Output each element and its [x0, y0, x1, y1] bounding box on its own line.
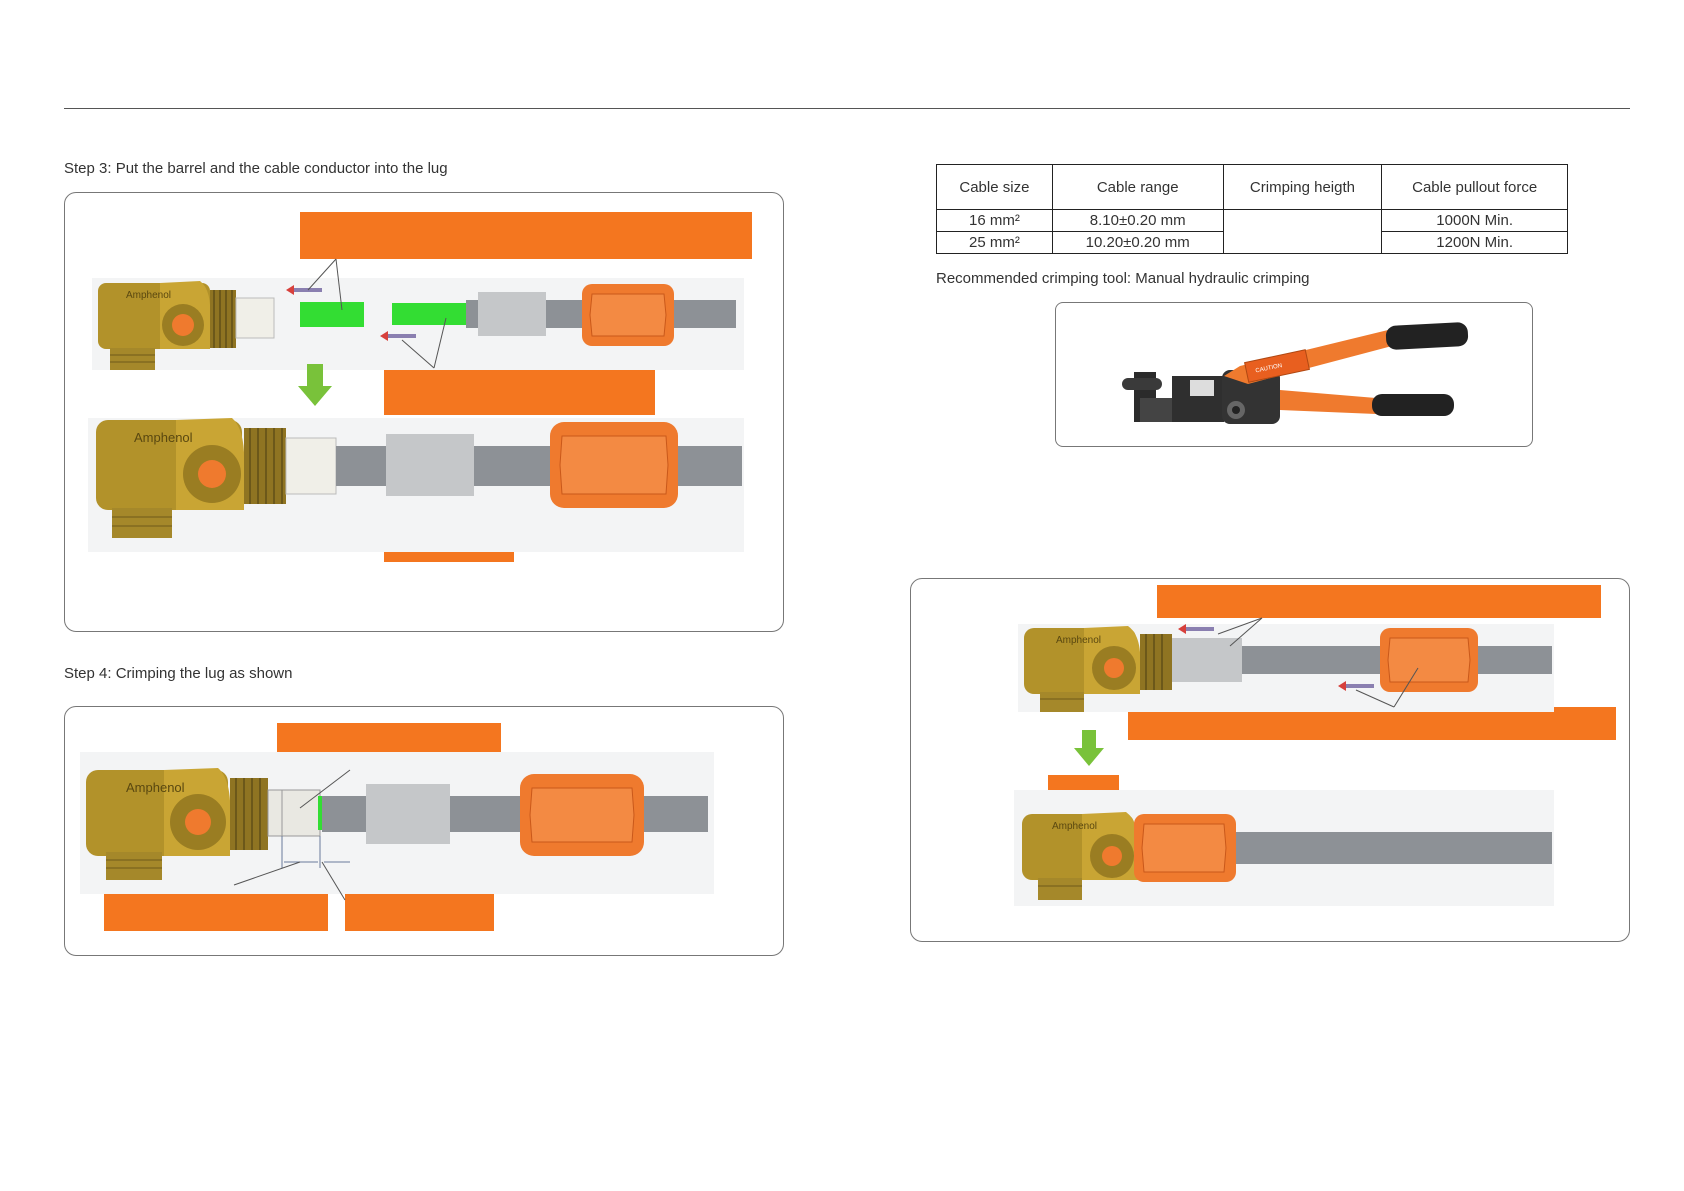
- spec-cell-size: 25 mm²: [936, 231, 1053, 254]
- step4-title: Step 4: Crimping the lug as shown: [64, 665, 293, 682]
- right-down-arrow: [1074, 730, 1104, 766]
- step3-down-arrow: [298, 364, 332, 406]
- step3-lug-bottom-brand: Amphenol: [134, 430, 193, 445]
- step3-callout-middle: [384, 368, 655, 415]
- spec-table: Cable size Cable range Crimping heigth C…: [936, 164, 1568, 254]
- step4-dimension-lines: [281, 836, 350, 868]
- spec-table-header-row: Cable size Cable range Crimping heigth C…: [936, 164, 1568, 210]
- right-lug-bottom: [1022, 812, 1139, 900]
- right-lug-top-brand: Amphenol: [1056, 635, 1101, 646]
- step3-title: Step 3: Put the barrel and the cable con…: [64, 160, 448, 177]
- right-direction-arrow-2: [1338, 681, 1374, 691]
- spec-cell-force: 1200N Min.: [1381, 231, 1568, 254]
- right-callout-top: [1157, 585, 1601, 618]
- step4-leader-lines: [233, 769, 351, 901]
- step3-cable-top: [392, 284, 736, 346]
- step3-barrel: [300, 302, 364, 327]
- tool-caution-sticker: CAUTION: [1255, 363, 1283, 374]
- spec-header-pullout-force: Cable pullout force: [1381, 164, 1568, 210]
- step3-callout-top: [300, 212, 752, 259]
- right-lug-top: [1024, 626, 1172, 712]
- step3-direction-arrow-2: [380, 331, 416, 341]
- spec-cell-range: 8.10±0.20 mm: [1051, 209, 1224, 232]
- spec-header-cable-range: Cable range: [1051, 164, 1224, 210]
- right-direction-arrow-1: [1178, 624, 1214, 634]
- step4-lug-brand: Amphenol: [126, 780, 185, 795]
- step3-cable-bottom: [336, 422, 742, 508]
- right-lug-bottom-brand: Amphenol: [1052, 821, 1097, 832]
- spec-header-crimping-height: Crimping heigth: [1222, 164, 1383, 210]
- step3-lug-top-brand: Amphenol: [126, 290, 171, 301]
- right-cable-top: [1172, 628, 1552, 692]
- spec-cell-range: 10.20±0.20 mm: [1051, 231, 1224, 254]
- step3-lug-top: [98, 281, 275, 370]
- step3-direction-arrow-1: [286, 285, 322, 295]
- table-row: 16 mm² 8.10±0.20 mm 1000N Min.: [936, 209, 1568, 254]
- step4-cable: [322, 774, 708, 856]
- table-row: 25 mm² 10.20±0.20 mm 1200N Min.: [936, 231, 1568, 254]
- step4-lug: [86, 768, 322, 880]
- spec-cell-crimp-height: [1222, 209, 1383, 254]
- right-cable-bottom: [1134, 814, 1552, 882]
- tool-label: Recommended crimping tool: Manual hydrau…: [936, 270, 1310, 287]
- header-rule: [64, 108, 1630, 109]
- spec-header-cable-size: Cable size: [936, 164, 1053, 210]
- right-callout-middle: [1128, 707, 1616, 740]
- step3-lug-bottom: [96, 418, 337, 538]
